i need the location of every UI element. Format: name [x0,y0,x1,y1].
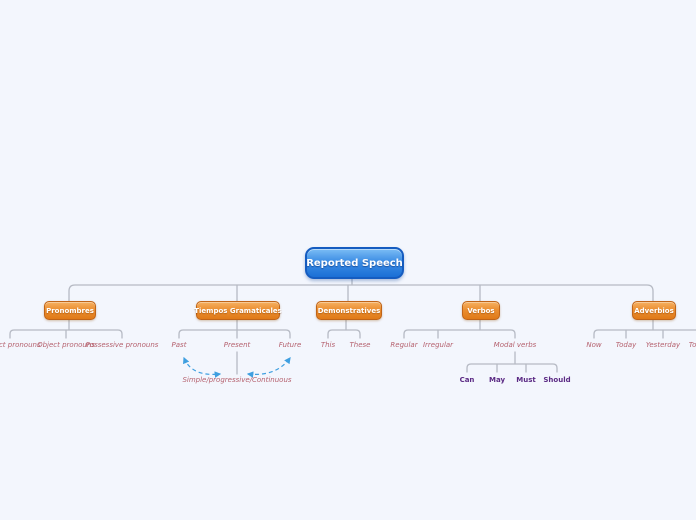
leaf-yesterday[interactable]: Yesterday [645,341,681,349]
leaf-tense-aspects-note[interactable]: Simple/progressive/Continuous [182,376,292,384]
leaf-this[interactable]: This [320,341,336,349]
branch-node-verbos[interactable]: Verbos [462,301,500,320]
branch-node-demonstratives[interactable]: Demonstratives [316,301,382,320]
leaf-past[interactable]: Past [171,341,187,349]
branch-node-tiempos[interactable]: Tiempos Gramaticales [194,301,282,320]
leaf-irregular[interactable]: Irregular [422,341,454,349]
leaf-regular[interactable]: Regular [390,341,418,349]
leaf-modal-should[interactable]: Should [543,376,571,384]
leaf-tomorrow[interactable]: Tomorrow [688,341,696,349]
leaf-modal-may[interactable]: May [488,376,506,384]
root-node-reported-speech[interactable]: Reported Speech [305,247,404,279]
leaf-subject-pronouns[interactable]: Subject pronouns [0,341,41,349]
leaf-now[interactable]: Now [586,341,602,349]
leaf-today[interactable]: Today [615,341,637,349]
leaf-these[interactable]: These [349,341,371,349]
branch-node-pronombres[interactable]: Pronombres [44,301,96,320]
leaf-present[interactable]: Present [223,341,251,349]
leaf-modal-must[interactable]: Must [516,376,536,384]
leaf-modal-can[interactable]: Can [459,376,475,384]
hierarchy-lines [9,275,696,375]
leaf-object-pronouns[interactable]: Object pronouns [37,341,95,349]
branch-node-adverbios[interactable]: Adverbios [632,301,676,320]
leaf-modal-verbs[interactable]: Modal verbs [493,341,537,349]
leaf-future[interactable]: Future [278,341,302,349]
leaf-possessive-pronouns[interactable]: Possessive pronouns [85,341,159,349]
relation-arrows [183,356,291,378]
